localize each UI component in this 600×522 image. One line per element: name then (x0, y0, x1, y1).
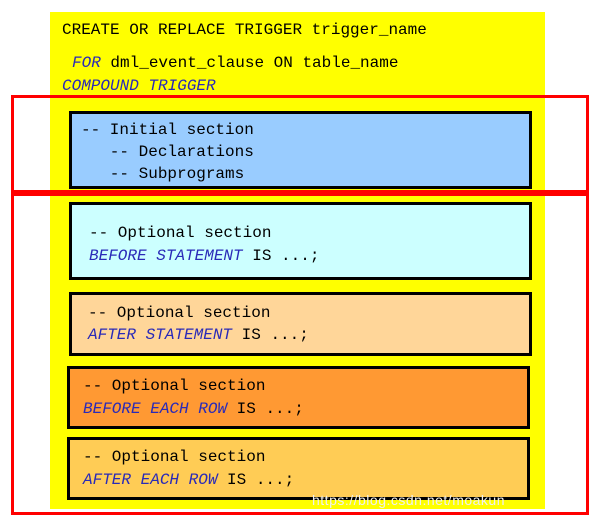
after-statement-box: -- Optional section AFTER STATEMENT IS .… (69, 292, 532, 356)
for-clause-line: FOR dml_event_clause ON table_name (72, 53, 398, 73)
after-each-row-comment: -- Optional section (83, 448, 266, 466)
for-clause-rest: dml_event_clause ON table_name (100, 54, 399, 72)
initial-section-highlight-frame (11, 95, 589, 193)
declarations-comment: -- Declarations (81, 143, 254, 161)
before-each-row-comment: -- Optional section (83, 377, 266, 395)
after-each-row-keyword: AFTER EACH ROW (83, 471, 218, 489)
initial-section-box: -- Initial section -- Declarations -- Su… (69, 111, 532, 189)
compound-trigger-keyword: COMPOUND TRIGGER (62, 77, 216, 95)
after-each-row-rest: IS ...; (217, 471, 295, 489)
optional-sections-highlight-frame (11, 193, 589, 515)
after-each-row-box: -- Optional section AFTER EACH ROW IS ..… (67, 437, 530, 500)
before-statement-box: -- Optional section BEFORE STATEMENT IS … (69, 202, 532, 280)
before-each-row-box: -- Optional section BEFORE EACH ROW IS .… (67, 366, 530, 429)
before-each-row-rest: IS ...; (227, 400, 304, 418)
initial-section-comment: -- Initial section (81, 121, 254, 139)
create-trigger-line: CREATE OR REPLACE TRIGGER trigger_name (62, 21, 427, 39)
for-keyword: FOR (72, 54, 101, 72)
watermark-text: https://blog.csdn.net/moakun (312, 492, 505, 508)
before-statement-comment: -- Optional section (89, 224, 272, 242)
before-each-row-line: BEFORE EACH ROW IS ...; (83, 399, 304, 419)
after-statement-comment: -- Optional section (88, 304, 271, 322)
after-statement-rest: IS ...; (232, 326, 309, 344)
after-statement-keyword: AFTER STATEMENT (88, 326, 233, 344)
after-statement-line: AFTER STATEMENT IS ...; (88, 325, 309, 345)
subprograms-comment: -- Subprograms (81, 165, 245, 183)
before-statement-rest: IS ...; (242, 247, 320, 265)
after-each-row-line: AFTER EACH ROW IS ...; (83, 470, 294, 490)
before-each-row-keyword: BEFORE EACH ROW (83, 400, 228, 418)
before-statement-line: BEFORE STATEMENT IS ...; (89, 246, 319, 266)
before-statement-keyword: BEFORE STATEMENT (89, 247, 243, 265)
